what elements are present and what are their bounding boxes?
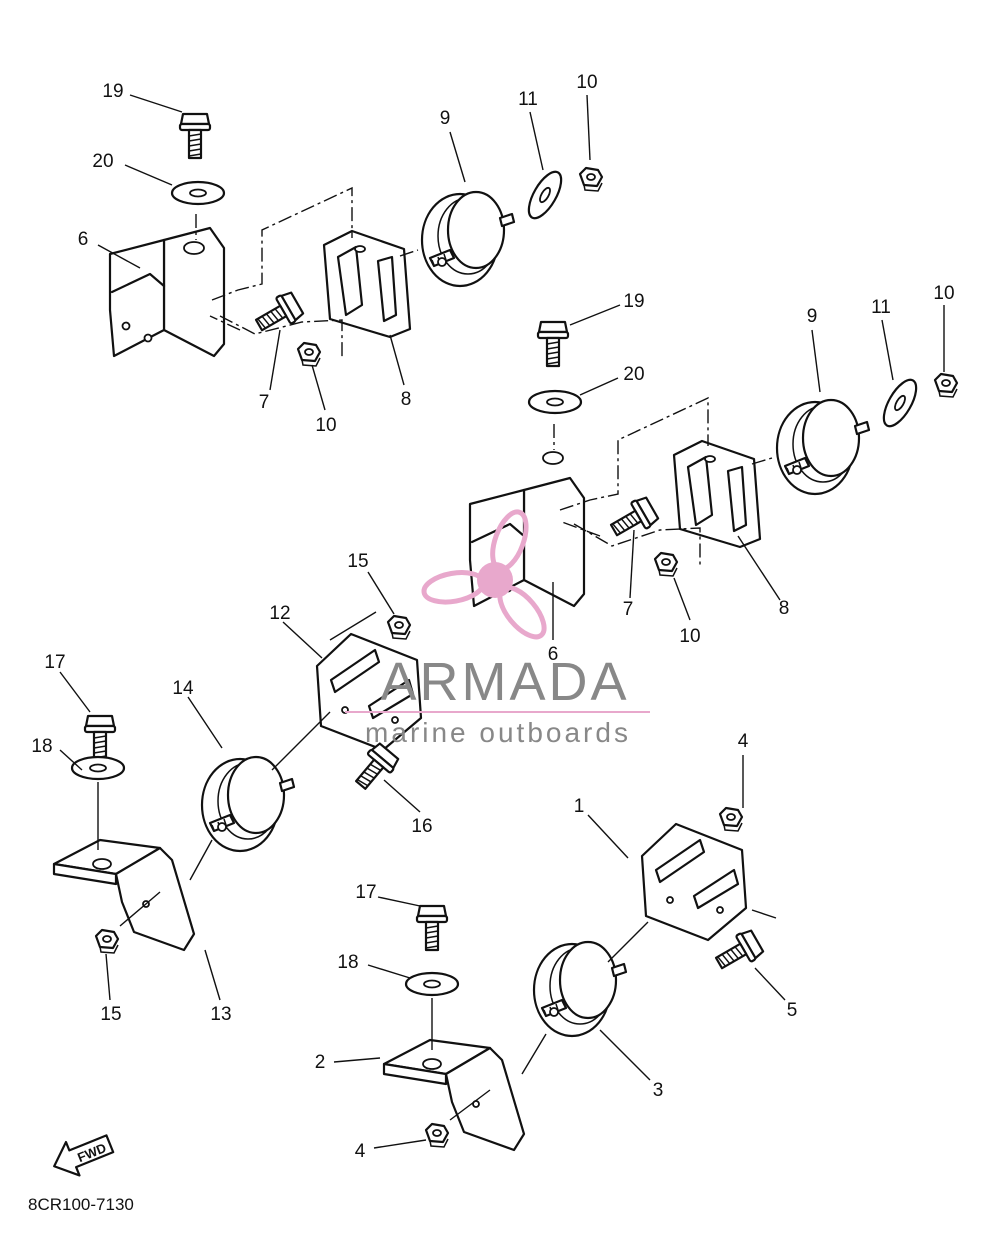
callout-8-right: 8 bbox=[779, 598, 790, 619]
nut-4-lower bbox=[424, 1122, 450, 1149]
washer-11-right bbox=[876, 373, 924, 433]
callout-20-right: 20 bbox=[623, 364, 644, 385]
bracket-8 bbox=[322, 229, 412, 339]
nut-10 bbox=[578, 166, 604, 193]
callout-13: 13 bbox=[210, 1004, 231, 1025]
washer-20 bbox=[170, 180, 226, 206]
callout-4-lower: 4 bbox=[355, 1141, 366, 1162]
damper-mount-9-right bbox=[775, 398, 871, 496]
washer-11 bbox=[521, 165, 569, 225]
callout-18: 18 bbox=[31, 736, 52, 757]
callout-19-right: 19 bbox=[623, 291, 644, 312]
fwd-arrow-icon: FWD bbox=[53, 1134, 115, 1177]
callout-leaders bbox=[59, 94, 945, 1149]
bolt-19 bbox=[178, 112, 212, 160]
nut-10-right bbox=[933, 372, 959, 399]
nut-10-lower bbox=[296, 341, 322, 368]
bolt-16 bbox=[348, 740, 402, 796]
callout-15-lower: 15 bbox=[100, 1004, 121, 1025]
bracket-6 bbox=[108, 226, 226, 358]
callout-2: 2 bbox=[315, 1052, 326, 1073]
nut-15 bbox=[386, 614, 412, 641]
washer-20-right bbox=[527, 389, 583, 415]
lower-right-mount-group bbox=[382, 806, 777, 1152]
callout-7: 7 bbox=[259, 392, 270, 413]
callout-17: 17 bbox=[44, 652, 65, 673]
callout-19: 19 bbox=[102, 81, 123, 102]
callout-10-top: 10 bbox=[576, 72, 597, 93]
bracket-2 bbox=[382, 1038, 526, 1152]
callout-10: 10 bbox=[315, 415, 336, 436]
callout-9: 9 bbox=[440, 108, 451, 129]
callout-16: 16 bbox=[411, 816, 432, 837]
propeller-logo-icon bbox=[421, 509, 547, 640]
callout-8: 8 bbox=[401, 389, 412, 410]
callout-6-right: 6 bbox=[548, 644, 559, 665]
callout-10-right-lower: 10 bbox=[679, 626, 700, 647]
damper-mount-9 bbox=[420, 190, 516, 288]
washer-18-lower bbox=[404, 971, 460, 997]
callout-15: 15 bbox=[347, 551, 368, 572]
callout-18-lower: 18 bbox=[337, 952, 358, 973]
bracket-8-right bbox=[672, 439, 762, 549]
callout-4: 4 bbox=[738, 731, 749, 752]
callout-9-right: 9 bbox=[807, 306, 818, 327]
callout-5: 5 bbox=[787, 1000, 798, 1021]
watermark-tagline: marine outboards bbox=[365, 717, 631, 748]
callout-11-right: 11 bbox=[871, 297, 891, 318]
drawing-code: 8CR100-7130 bbox=[28, 1195, 134, 1214]
callout-6: 6 bbox=[78, 229, 89, 250]
callout-7-right: 7 bbox=[623, 599, 634, 620]
bracket-1 bbox=[640, 822, 748, 942]
watermark: ARMADA marine outboards bbox=[345, 509, 650, 748]
callout-11: 11 bbox=[518, 89, 538, 110]
callout-3: 3 bbox=[653, 1080, 664, 1101]
middle-left-mount-group bbox=[52, 611, 423, 955]
bolt-19-right bbox=[536, 320, 570, 368]
callout-12: 12 bbox=[269, 603, 290, 624]
bolt-17-lower bbox=[415, 904, 449, 952]
bolt-17 bbox=[83, 714, 117, 762]
nut-4 bbox=[718, 806, 744, 833]
bracket-13 bbox=[52, 838, 196, 952]
damper-mount-3 bbox=[532, 940, 628, 1038]
nut-10-right-lower bbox=[653, 551, 679, 578]
watermark-brand: ARMADA bbox=[380, 652, 629, 712]
callout-17-lower: 17 bbox=[355, 882, 376, 903]
upper-right-mount-group bbox=[468, 320, 959, 608]
callout-10-right: 10 bbox=[933, 283, 954, 304]
nut-15-lower bbox=[94, 928, 120, 955]
callout-20: 20 bbox=[92, 151, 113, 172]
upper-left-mount-group bbox=[108, 112, 604, 368]
callout-1: 1 bbox=[574, 796, 585, 817]
bolt-7 bbox=[250, 288, 306, 340]
callout-14: 14 bbox=[172, 678, 194, 699]
damper-mount-14 bbox=[200, 755, 296, 853]
callout-labels: 19 20 6 7 10 8 9 11 10 19 20 9 11 10 7 1… bbox=[31, 72, 954, 1162]
